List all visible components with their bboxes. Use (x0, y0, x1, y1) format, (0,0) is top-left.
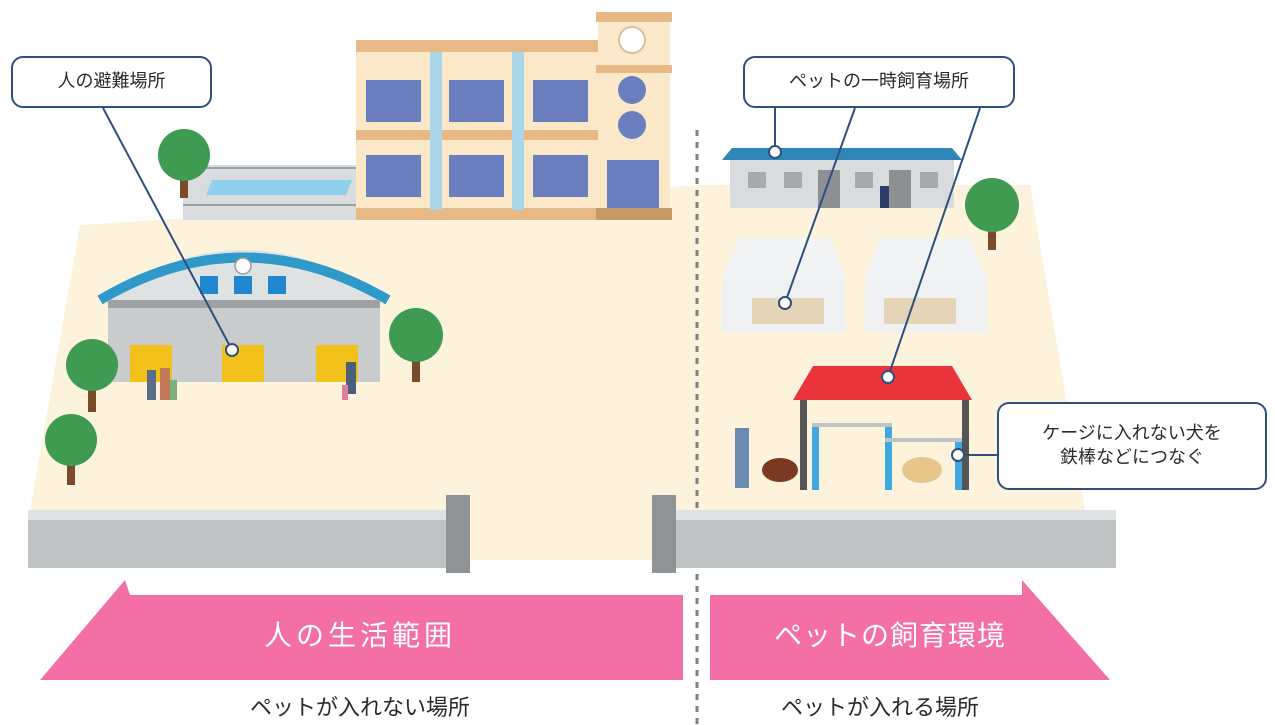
trees (45, 129, 1019, 485)
callout-tie-dogs: ケージに入れない犬を 鉄棒などにつなぐ (997, 402, 1267, 490)
caption-no-pet: ペットが入れない場所 (249, 696, 470, 721)
caption-pet-ok: ペットが入れる場所 (780, 696, 979, 721)
banner-human-label: 人の生活範囲 (263, 619, 456, 652)
tie-structure (735, 366, 972, 490)
ground-front (470, 500, 655, 560)
pet-shelter-building (722, 148, 962, 208)
front-wall (28, 495, 1116, 573)
evacuees (147, 362, 356, 400)
callout-tie-line1: ケージに入れない犬を (1042, 422, 1222, 444)
school-building (356, 12, 672, 220)
callout-evacuation-site: 人の避難場所 (11, 56, 212, 108)
banner-human (40, 580, 683, 680)
gymnasium (97, 250, 391, 382)
pet-tents (722, 238, 987, 332)
pool (183, 165, 358, 220)
callout-pet-shelter: ペットの一時飼育場所 (743, 56, 1015, 108)
banner-pet (710, 580, 1110, 680)
callout-tie-line2: 鉄棒などにつなぐ (1060, 447, 1204, 468)
callout-evacuation-text: 人の避難場所 (57, 70, 166, 92)
banner-pet-label: ペットの飼育環境 (773, 619, 1006, 652)
callout-pet-shelter-text: ペットの一時飼育場所 (789, 70, 969, 92)
callout-leaders (102, 107, 997, 462)
